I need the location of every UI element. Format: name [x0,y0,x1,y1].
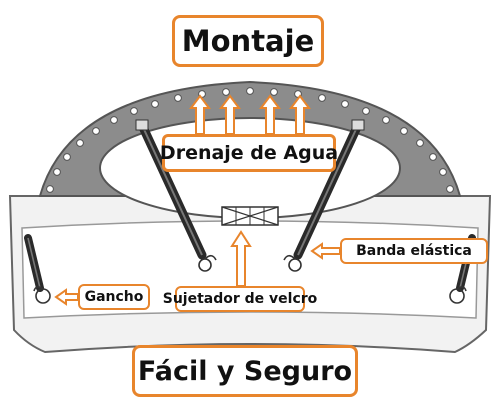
band-arrow [310,242,341,260]
hook-arrow [54,288,79,306]
drainage-holes [46,87,454,193]
page-title: Montaje [172,15,324,67]
hook-icon [33,254,467,304]
elastic-band-right [293,119,365,260]
velcro-fastener [221,206,279,226]
elastic-band-label: Banda elástica [340,238,488,264]
hook-label: Gancho [78,284,150,310]
drainage-label: Drenaje de Agua [160,134,338,172]
drainage-arrows [189,94,311,135]
elastic-band-left [135,119,207,260]
velcro-arrow [230,230,252,287]
elastic-band-side-left [24,234,44,292]
footer-title: Fácil y Seguro [132,345,358,397]
velcro-label: Sujetador de velcro [163,286,317,312]
